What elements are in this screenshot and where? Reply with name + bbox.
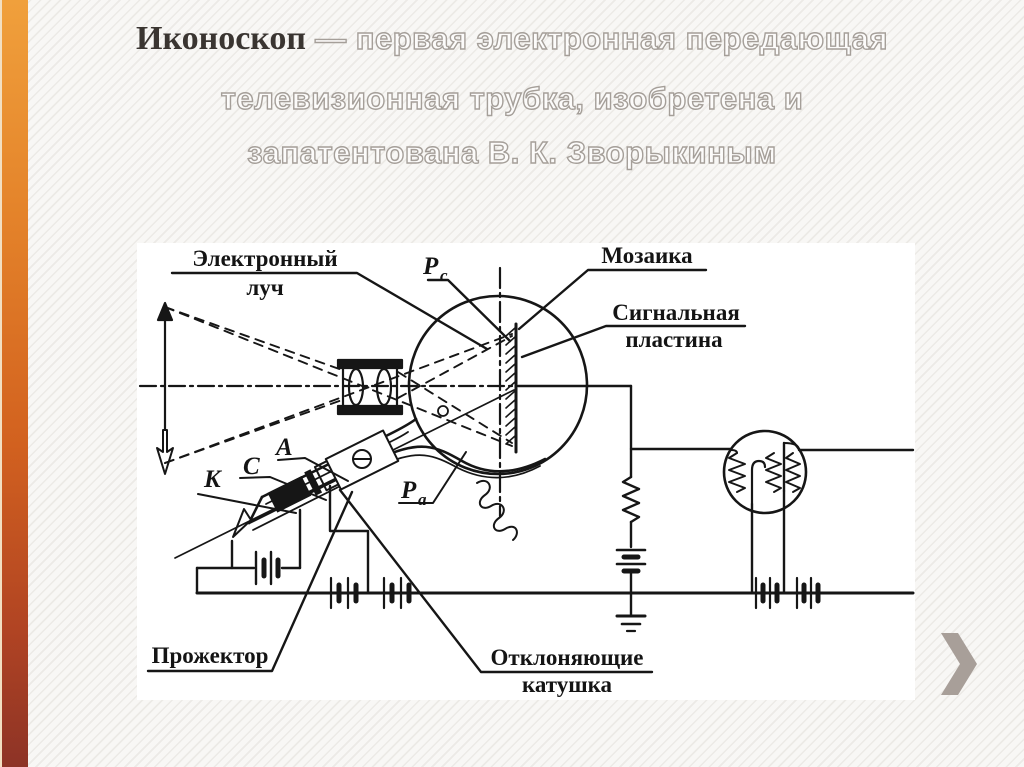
mosaic-plate xyxy=(505,322,518,454)
title-line-1: Иконоскоп — первая электронная передающа… xyxy=(30,12,994,72)
label-mosaic: Мозаика xyxy=(601,243,693,268)
power-bus xyxy=(195,576,915,610)
slide-title: Иконоскоп — первая электронная передающа… xyxy=(30,12,994,180)
ground-symbol xyxy=(615,591,647,633)
label-signal-plate-2: пластина xyxy=(625,327,723,352)
next-slide-button[interactable] xyxy=(941,633,981,695)
battery xyxy=(754,576,780,610)
label-electron-beam-2: луч xyxy=(246,275,283,300)
title-line1-rest: — первая электронная передающая xyxy=(314,20,888,56)
ray-crossing-point xyxy=(437,405,449,417)
title-line-2: телевизионная трубка, изобретена и xyxy=(220,80,804,116)
battery xyxy=(795,576,821,610)
label-leaders xyxy=(146,268,747,674)
diagram-labels: Электронный луч P c Мозаика Сигнальная п… xyxy=(152,243,740,697)
title-term: Иконоскоп xyxy=(136,20,307,57)
battery xyxy=(329,576,359,610)
label-signal-plate: Сигнальная xyxy=(612,300,740,325)
object-arrow xyxy=(156,301,174,475)
label-electron-beam: Электронный xyxy=(192,246,337,271)
signal-circuit xyxy=(516,384,733,633)
label-pa: P xyxy=(400,477,417,504)
deflection-coil-spiral xyxy=(476,479,518,541)
label-pa-sub: a xyxy=(418,490,427,509)
label-deflection-2: катушка xyxy=(522,672,613,697)
accent-gradient-bar xyxy=(0,0,28,767)
label-pc-sub: c xyxy=(440,266,448,285)
tube-envelope xyxy=(232,294,589,538)
battery xyxy=(382,576,412,610)
gun-supply-circuit xyxy=(195,484,370,595)
iconoscope-diagram: Электронный луч P c Мозаика Сигнальная п… xyxy=(138,243,915,697)
label-pc: P xyxy=(422,253,439,280)
label-gun: Прожектор xyxy=(152,643,269,668)
amplifier-tube xyxy=(722,429,915,595)
label-cathode-k: K xyxy=(203,466,223,493)
camera-lens xyxy=(336,358,404,416)
light-rays xyxy=(164,306,513,464)
label-control-c: C xyxy=(243,453,260,480)
title-line-3: запатентована В. К. Зворыкиным xyxy=(247,134,777,170)
chevron-right-icon xyxy=(941,633,977,695)
label-anode-a: A xyxy=(274,434,293,461)
label-deflection: Отклоняющие xyxy=(491,645,644,670)
iconoscope-figure: Электронный луч P c Мозаика Сигнальная п… xyxy=(137,243,915,700)
